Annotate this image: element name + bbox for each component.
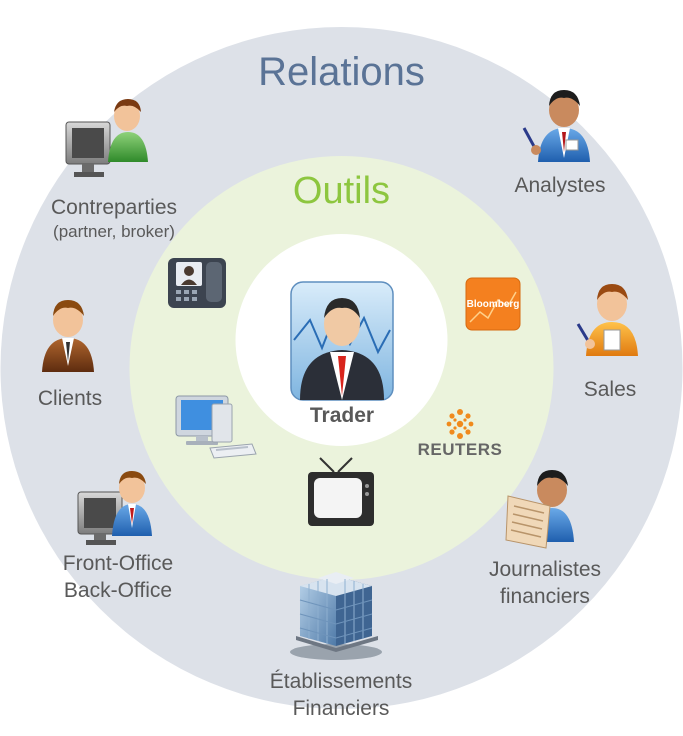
- analystes-line1: Analystes: [514, 174, 606, 197]
- television-icon: [308, 457, 374, 526]
- contreparties-line2: (partner, broker): [53, 222, 175, 242]
- analyst-person-icon: [522, 90, 590, 162]
- bloomberg-label: Bloomberg: [466, 299, 520, 310]
- reuters-label: REUTERS: [417, 440, 503, 459]
- etablissements-label: Établissements Financiers: [241, 669, 441, 721]
- relations-title: Relations: [258, 50, 425, 94]
- contreparties-line1: Contreparties: [50, 196, 178, 219]
- back-office-line: Back-Office: [63, 579, 173, 603]
- bloomberg-logo-icon: [465, 277, 521, 331]
- journalistes-line2: financiers: [500, 585, 590, 609]
- clients-label: Clients: [20, 386, 120, 411]
- etablissements-line2: Financiers: [292, 697, 390, 721]
- journalist-person-icon: [505, 470, 574, 549]
- outils-title: Outils: [292, 170, 391, 212]
- video-phone-icon: [168, 258, 226, 308]
- analystes-label: Analystes: [490, 173, 630, 198]
- trader-avatar-icon: [290, 281, 394, 401]
- sales-line1: Sales: [583, 378, 637, 401]
- clients-line1: Clients: [37, 387, 103, 410]
- counterparty-person-icon: [65, 99, 148, 177]
- front-back-office-person-icon: [77, 471, 152, 545]
- sales-label: Sales: [560, 377, 660, 402]
- journalistes-line1: Journalistes: [488, 558, 602, 581]
- front-office-line: Front-Office: [62, 552, 174, 575]
- etablissements-line1: Établissements: [269, 670, 413, 693]
- contreparties-label: Contreparties (partner, broker): [14, 195, 214, 243]
- office-building-icon: [290, 572, 382, 660]
- desktop-computer-icon: [175, 395, 257, 459]
- reuters-logo-icon: [446, 409, 474, 439]
- journalistes-label: Journalistes financiers: [470, 557, 620, 609]
- front-back-office-label: Front-Office Back-Office: [38, 551, 198, 603]
- trader-label: Trader: [309, 404, 375, 427]
- sales-person-icon: [576, 284, 638, 356]
- client-person-icon: [42, 300, 94, 372]
